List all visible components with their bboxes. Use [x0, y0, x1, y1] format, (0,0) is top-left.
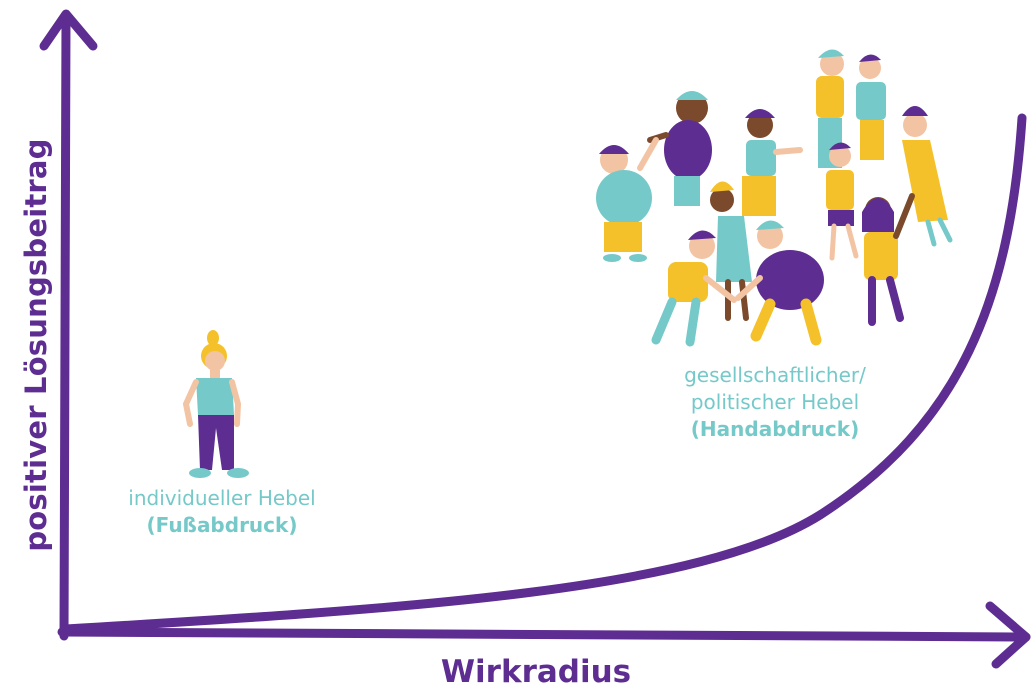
- person: [710, 181, 752, 321]
- footprint-text: (Fußabdruck): [146, 513, 298, 537]
- x-axis-arrowhead: [985, 601, 1031, 669]
- individual-lever-text: individueller Hebel: [128, 486, 316, 510]
- person: [596, 137, 659, 262]
- single-person-figure: [182, 330, 249, 478]
- person: [742, 109, 803, 216]
- person: [862, 193, 915, 326]
- y-axis-line: [59, 13, 71, 641]
- person: [647, 91, 712, 206]
- x-axis-title: Wirkradius: [440, 654, 632, 690]
- y-axis-title: positiver Lösungsbeitrag: [19, 138, 53, 552]
- person: [902, 106, 953, 247]
- y-axis-arrowhead: [39, 9, 98, 51]
- y-axis: [39, 9, 98, 641]
- individual-lever-label: individueller Hebel (Fußabdruck): [128, 485, 315, 539]
- person: [856, 54, 886, 160]
- societal-lever-label: gesellschaftlicher/ politischer Hebel (H…: [684, 362, 866, 443]
- person: [826, 142, 859, 261]
- impact-curve: [61, 113, 1027, 634]
- crowd-of-people-figures: [596, 49, 953, 347]
- societal-lever-text-line2: politischer Hebel: [690, 390, 860, 414]
- person: [651, 230, 737, 347]
- x-axis: [57, 601, 1031, 669]
- person: [735, 220, 824, 346]
- handprint-text: (Handabdruck): [690, 417, 860, 441]
- societal-lever-text-line1: gesellschaftlicher/: [684, 363, 866, 387]
- x-axis-line: [57, 627, 1031, 642]
